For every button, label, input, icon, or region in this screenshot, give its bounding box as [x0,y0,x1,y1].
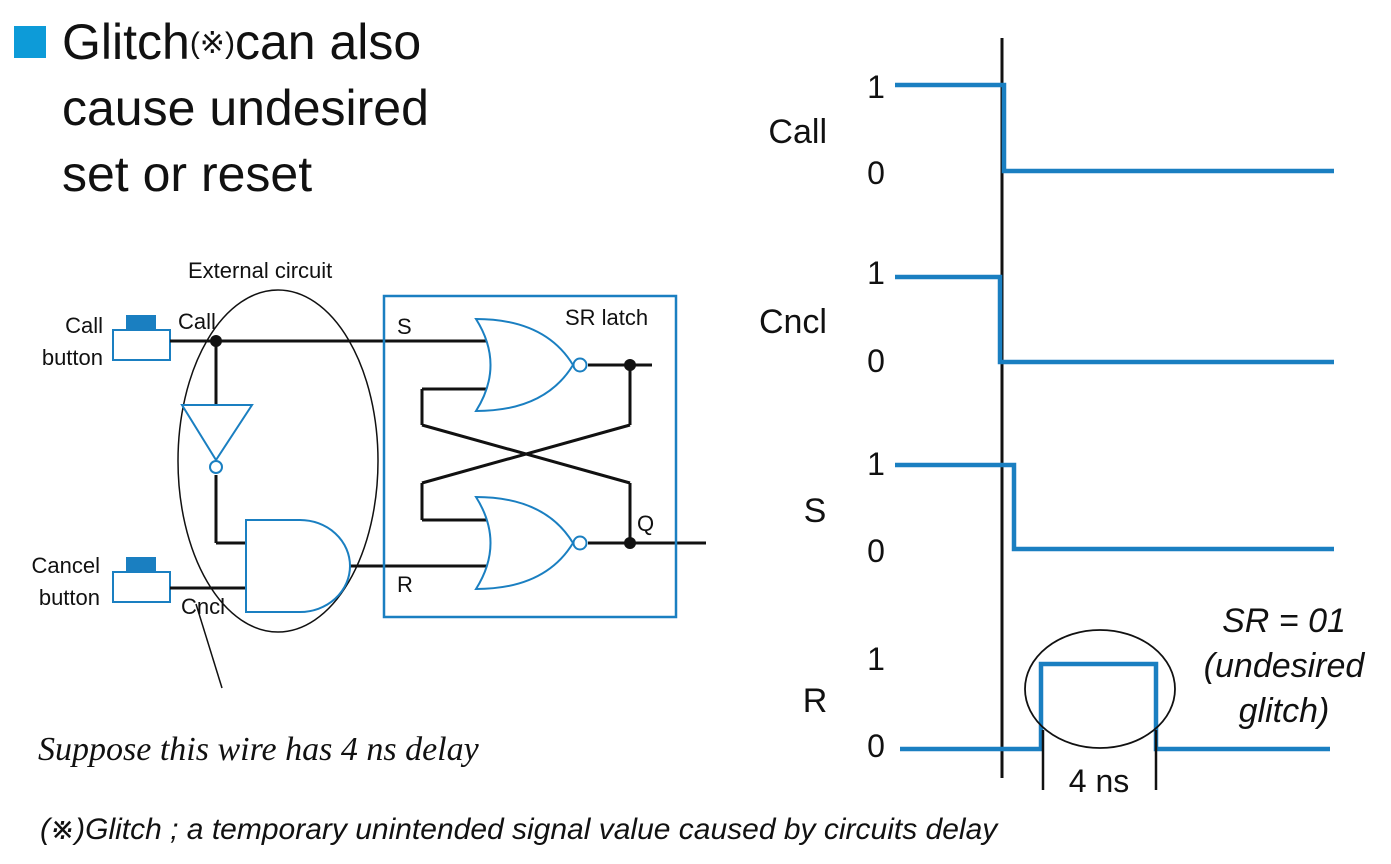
level-low-r: 0 [867,728,885,764]
signal-name-r: R [803,682,828,720]
waveform-s [895,462,1334,552]
level-high-s: 1 [867,446,885,482]
q-output-label: Q [637,511,654,536]
delay-duration-label: 4 ns [1069,763,1129,799]
sr-latch-label: SR latch [565,305,648,330]
q-output-junction-dot [624,537,636,549]
top-output-junction-dot [624,359,636,371]
title-line-3: set or reset [62,146,313,202]
cancel-button-label-1: Cancel [32,553,100,578]
cncl-wire-label: Cncl [181,594,225,619]
call-button-label-2: button [42,345,103,370]
waveform-r [900,661,1330,752]
call-button-body [112,329,171,361]
call-junction-dot [210,335,222,347]
external-circuit-label: External circuit [188,258,332,283]
bullet-square-icon [14,26,46,58]
level-high-call: 1 [867,69,885,105]
call-button: Call button [42,313,171,370]
circuit-wires [170,339,706,590]
external-circuit-ellipse [177,289,379,633]
cancel-button: Cancel button [32,553,171,610]
cancel-button-body [112,571,171,603]
bottom-nor-gate [474,495,588,591]
glitch-highlight-ellipse [1024,629,1176,749]
title-line-1-rest: can also [234,14,422,70]
title-reference-mark: (※) [189,27,235,60]
s-input-label: S [397,314,412,339]
and-gate [245,519,351,613]
level-low-call: 0 [867,155,885,191]
call-button-label-1: Call [65,313,103,338]
inverter-gate [180,404,254,474]
signal-name-s: S [804,492,827,530]
call-button-cap [126,315,156,330]
r-input-label: R [397,572,413,597]
level-low-cncl: 0 [867,343,885,379]
title-line-2: cause undesired [62,80,429,136]
level-high-r: 1 [867,641,885,677]
circuit-diagram: External circuit Call button Cancel butt… [32,258,706,768]
glitch-annotation-line-3: glitch) [1239,692,1330,730]
cross-wire-2 [421,423,631,485]
signal-name-call: Call [768,113,827,151]
glitch-annotation-line-2: (undesired [1204,647,1366,685]
glitch-definition-footnote: (※)Glitch ; a temporary unintended signa… [40,813,998,846]
waveforms [895,82,1334,752]
cancel-button-label-2: button [39,585,100,610]
sr-latch-box [382,294,678,619]
delay-note: Suppose this wire has 4 ns delay [38,731,480,768]
cancel-button-cap [126,557,156,572]
call-wire-label: Call [178,309,216,334]
timing-diagram: Call 1 0 Cncl 1 0 S 1 0 R 1 0 4 ns SR = … [759,38,1365,799]
title-glitch-word: Glitch [62,14,190,70]
waveform-cncl [895,274,1334,365]
level-high-cncl: 1 [867,255,885,291]
top-nor-gate [474,317,588,413]
glitch-annotation-line-1: SR = 01 [1222,602,1346,640]
delay-pointer-line [195,603,223,689]
title-line-1: Glitch(※)can also [62,12,421,74]
level-low-s: 0 [867,533,885,569]
signal-name-cncl: Cncl [759,303,827,341]
delay-marker [1041,730,1158,790]
waveform-call [895,82,1334,174]
